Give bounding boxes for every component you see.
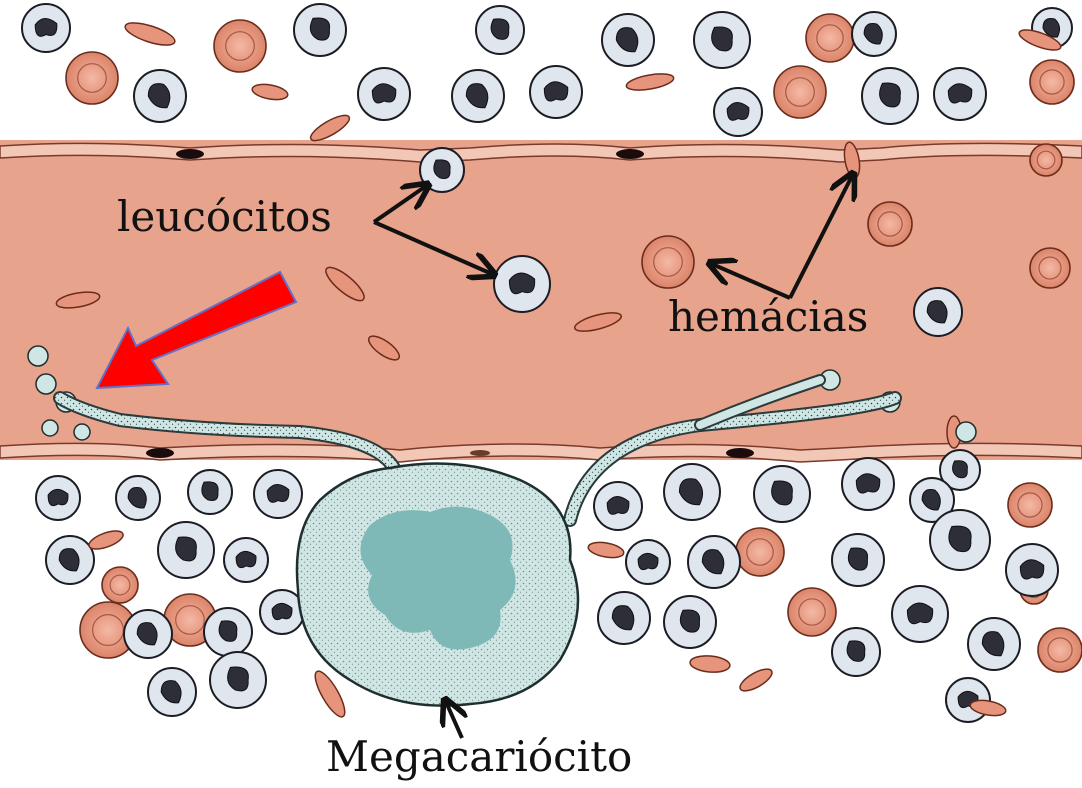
leukocyte <box>664 464 720 520</box>
platelet-fragment <box>87 527 126 552</box>
leukocyte <box>626 540 670 584</box>
leukocyte <box>892 586 948 642</box>
leukocyte <box>188 470 232 514</box>
label-megacariocito: Megacariócito <box>326 736 632 778</box>
platelet-fragment <box>587 540 625 560</box>
erythrocyte <box>774 66 826 118</box>
leukocyte <box>420 148 464 192</box>
platelet <box>74 424 90 440</box>
leukocyte <box>930 510 990 570</box>
leukocyte <box>852 12 896 56</box>
leukocyte <box>148 668 196 716</box>
leukocyte <box>602 14 654 66</box>
leukocyte <box>22 4 70 52</box>
leukocyte <box>116 476 160 520</box>
leukocyte <box>968 618 1020 670</box>
erythrocyte <box>642 236 694 288</box>
endothelial-nucleus <box>146 448 174 458</box>
platelet <box>42 420 58 436</box>
leukocyte <box>36 476 80 520</box>
leukocyte <box>494 256 550 312</box>
leukocyte <box>1006 544 1058 596</box>
leukocyte <box>294 4 346 56</box>
leukocyte <box>914 288 962 336</box>
leukocyte <box>832 628 880 676</box>
leukocyte <box>842 458 894 510</box>
platelet-fragment <box>307 111 352 145</box>
label-leucocitos: leucócitos <box>117 196 332 238</box>
platelet-fragment <box>737 665 775 695</box>
erythrocyte <box>1030 248 1070 288</box>
endothelial-nucleus <box>616 149 644 159</box>
leukocyte <box>358 68 410 120</box>
leukocyte <box>832 534 884 586</box>
label-hemacias: hemácias <box>668 296 868 338</box>
leukocyte <box>46 536 94 584</box>
platelet-fragment <box>123 18 177 49</box>
leukocyte <box>254 470 302 518</box>
leukocyte <box>694 12 750 68</box>
erythrocyte <box>1008 483 1052 527</box>
leukocyte <box>124 610 172 658</box>
erythrocyte <box>66 52 118 104</box>
leukocyte <box>598 592 650 644</box>
erythrocyte <box>214 20 266 72</box>
endothelial-nucleus <box>470 450 490 456</box>
leukocyte <box>158 522 214 578</box>
leukocyte <box>688 536 740 588</box>
leukocyte <box>476 6 524 54</box>
leukocyte <box>862 68 918 124</box>
leukocyte <box>452 70 504 122</box>
leukocyte <box>664 596 716 648</box>
platelet <box>956 422 976 442</box>
endothelial-nucleus <box>176 149 204 159</box>
leukocyte <box>134 70 186 122</box>
platelet <box>28 346 48 366</box>
erythrocyte <box>102 567 138 603</box>
platelet-fragment <box>251 82 289 102</box>
endothelial-nucleus <box>726 448 754 458</box>
erythrocyte <box>806 14 854 62</box>
erythrocyte <box>868 202 912 246</box>
leukocyte <box>754 466 810 522</box>
erythrocyte <box>1038 628 1082 672</box>
leukocyte <box>714 88 762 136</box>
leukocyte <box>530 66 582 118</box>
platelet-fragment <box>689 654 730 673</box>
platelet-fragment <box>625 71 675 93</box>
leukocyte <box>210 652 266 708</box>
leukocyte <box>594 482 642 530</box>
leukocyte <box>204 608 252 656</box>
platelet <box>36 374 56 394</box>
leukocyte <box>934 68 986 120</box>
erythrocyte <box>1030 60 1074 104</box>
erythrocyte <box>736 528 784 576</box>
erythrocyte <box>1030 144 1062 176</box>
leukocyte <box>224 538 268 582</box>
erythrocyte <box>788 588 836 636</box>
